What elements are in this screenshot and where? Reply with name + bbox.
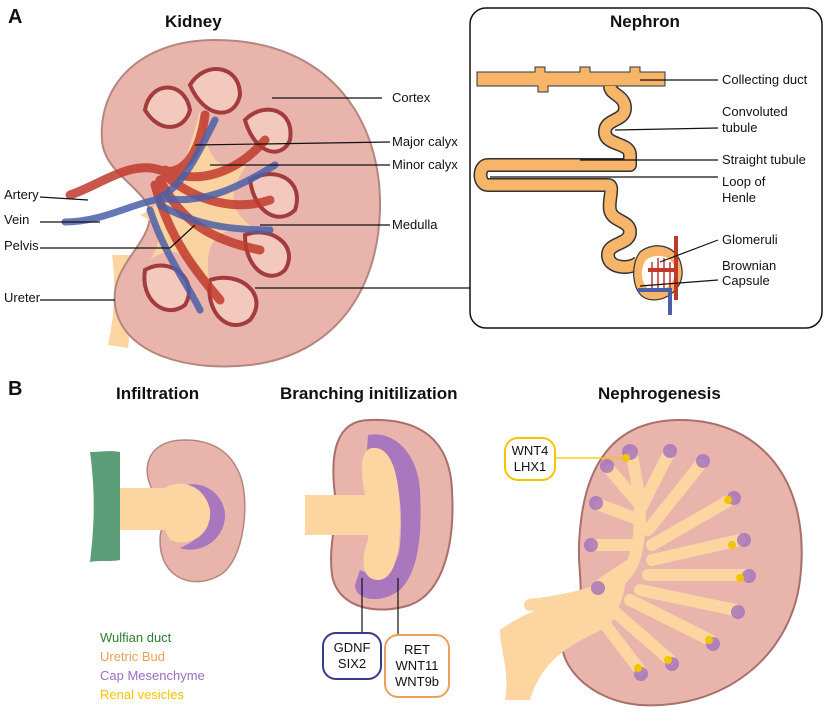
infiltration-diagram bbox=[90, 440, 245, 582]
label-loop-of: Loop of bbox=[722, 174, 765, 189]
kidney-illustration bbox=[65, 40, 380, 367]
label-brownian: Brownian bbox=[722, 258, 776, 273]
gene-gdnf: GDNF bbox=[324, 640, 380, 656]
label-ureter: Ureter bbox=[4, 290, 40, 305]
label-vein: Vein bbox=[4, 212, 29, 227]
gene-ret: RET bbox=[386, 642, 448, 658]
label-henle: Henle bbox=[722, 190, 756, 205]
stage-title-nephrogenesis: Nephrogenesis bbox=[598, 384, 721, 404]
label-capsule: Capsule bbox=[722, 273, 770, 288]
label-artery: Artery bbox=[4, 187, 39, 202]
label-medulla: Medulla bbox=[392, 217, 438, 232]
legend-uretric-bud: Uretric Bud bbox=[100, 647, 205, 666]
label-major-calyx: Major calyx bbox=[392, 134, 458, 149]
stage-title-infiltration: Infiltration bbox=[116, 384, 199, 404]
legend-wulfian-duct: Wulfian duct bbox=[100, 628, 205, 647]
gene-wnt9b: WNT9b bbox=[386, 674, 448, 690]
label-cortex: Cortex bbox=[392, 90, 430, 105]
gene-wnt4: WNT4 bbox=[506, 443, 554, 459]
label-tubule: tubule bbox=[722, 120, 757, 135]
panel-b-letter: B bbox=[8, 378, 22, 401]
label-straight-tubule: Straight tubule bbox=[722, 152, 806, 167]
collecting-duct-shape bbox=[477, 67, 665, 92]
gene-box-gdnf-six2: GDNF SIX2 bbox=[322, 632, 382, 680]
label-glomeruli: Glomeruli bbox=[722, 232, 778, 247]
gene-lhx1: LHX1 bbox=[506, 459, 554, 475]
gene-box-wnt4-lhx1: WNT4 LHX1 bbox=[504, 437, 556, 481]
branching-diagram bbox=[305, 420, 453, 610]
gene-six2: SIX2 bbox=[324, 656, 380, 672]
label-pelvis: Pelvis bbox=[4, 238, 39, 253]
nephron-illustration bbox=[477, 67, 682, 315]
stage-title-branching: Branching initilization bbox=[280, 384, 458, 404]
gene-wnt11: WNT11 bbox=[386, 658, 448, 674]
kidney-title: Kidney bbox=[165, 12, 222, 32]
gene-box-ret-wnt: RET WNT11 WNT9b bbox=[384, 634, 450, 698]
label-collecting-duct: Collecting duct bbox=[722, 72, 807, 87]
label-minor-calyx: Minor calyx bbox=[392, 157, 458, 172]
legend-cap-mesenchyme: Cap Mesenchyme bbox=[100, 666, 205, 685]
nephron-title: Nephron bbox=[610, 12, 680, 32]
legend-renal-vesicles: Renal vesicles bbox=[100, 685, 205, 704]
panel-a-letter: A bbox=[8, 6, 22, 29]
legend: Wulfian duct Uretric Bud Cap Mesenchyme … bbox=[100, 628, 205, 704]
label-convoluted: Convoluted bbox=[722, 104, 788, 119]
